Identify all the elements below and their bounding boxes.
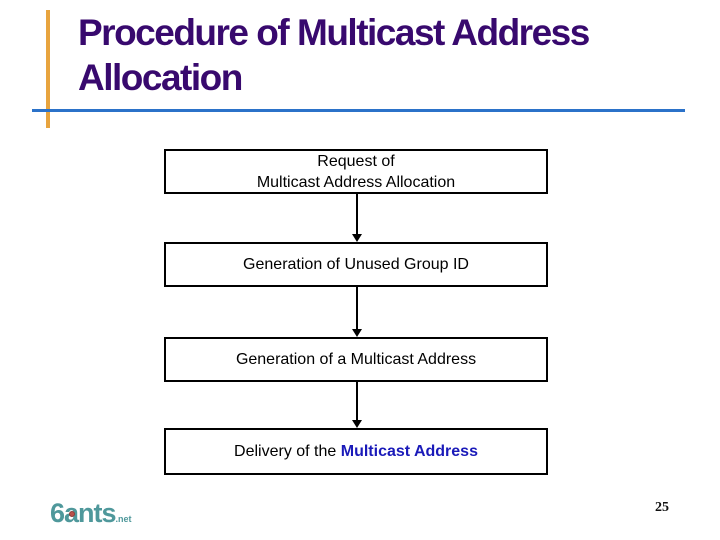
flow-step-label-line: Multicast Address Allocation	[256, 173, 456, 191]
title-underline-rule	[32, 109, 685, 112]
logo-suffix-text: .net	[115, 514, 132, 524]
flow-arrow-down	[352, 382, 362, 428]
flow-step-label-line: Request of	[317, 152, 395, 170]
logo-text: 6ants	[50, 498, 117, 528]
flow-step-generate-group-id: Generation of Unused Group ID	[164, 242, 548, 287]
flow-arrow-down	[352, 287, 362, 337]
logo-6ants: 6ants.net	[50, 498, 132, 529]
title-accent-bar	[46, 10, 50, 128]
page-title: Procedure of Multicast Address Allocatio…	[78, 12, 590, 98]
flow-step-delivery: Delivery of the Multicast Address	[164, 428, 548, 475]
flow-step-generate-address: Generation of a Multicast Address	[164, 337, 548, 382]
slide-page-number: 25	[655, 500, 669, 515]
flow-arrow-down	[352, 194, 362, 242]
logo-ant-dot-icon	[69, 511, 75, 517]
flow-step-request: Request of Multicast Address Allocation	[164, 149, 548, 194]
flow-step-label-line: Generation of a Multicast Address	[235, 351, 477, 368]
flow-step-label-line: Generation of Unused Group ID	[243, 256, 469, 273]
flow-step-label-highlight: Multicast Address	[340, 443, 478, 460]
flow-step-label-prefix: Delivery of the	[234, 443, 341, 460]
flow-step-label-line: Delivery of the Multicast Address	[234, 441, 478, 462]
